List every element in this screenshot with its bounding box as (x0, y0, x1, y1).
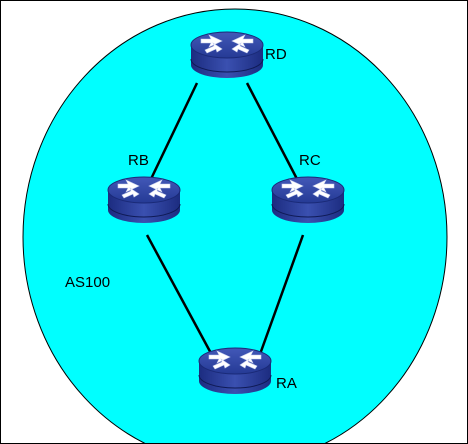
router-ra-icon (198, 347, 272, 395)
link-rd-rb (149, 82, 199, 180)
as-area-label: AS100 (65, 274, 110, 291)
router-rb-icon (107, 176, 181, 224)
router-rd-icon (190, 31, 264, 79)
router-rb-label: RB (128, 152, 149, 169)
router-ra-label: RA (276, 375, 297, 392)
router-rc-label: RC (299, 152, 321, 169)
link-rc-ra (257, 234, 305, 358)
router-rc-icon (271, 176, 345, 224)
link-rd-rc (245, 82, 299, 180)
router-rd-label: RD (265, 46, 287, 63)
as-area (22, 8, 448, 443)
link-rb-ra (145, 234, 215, 358)
